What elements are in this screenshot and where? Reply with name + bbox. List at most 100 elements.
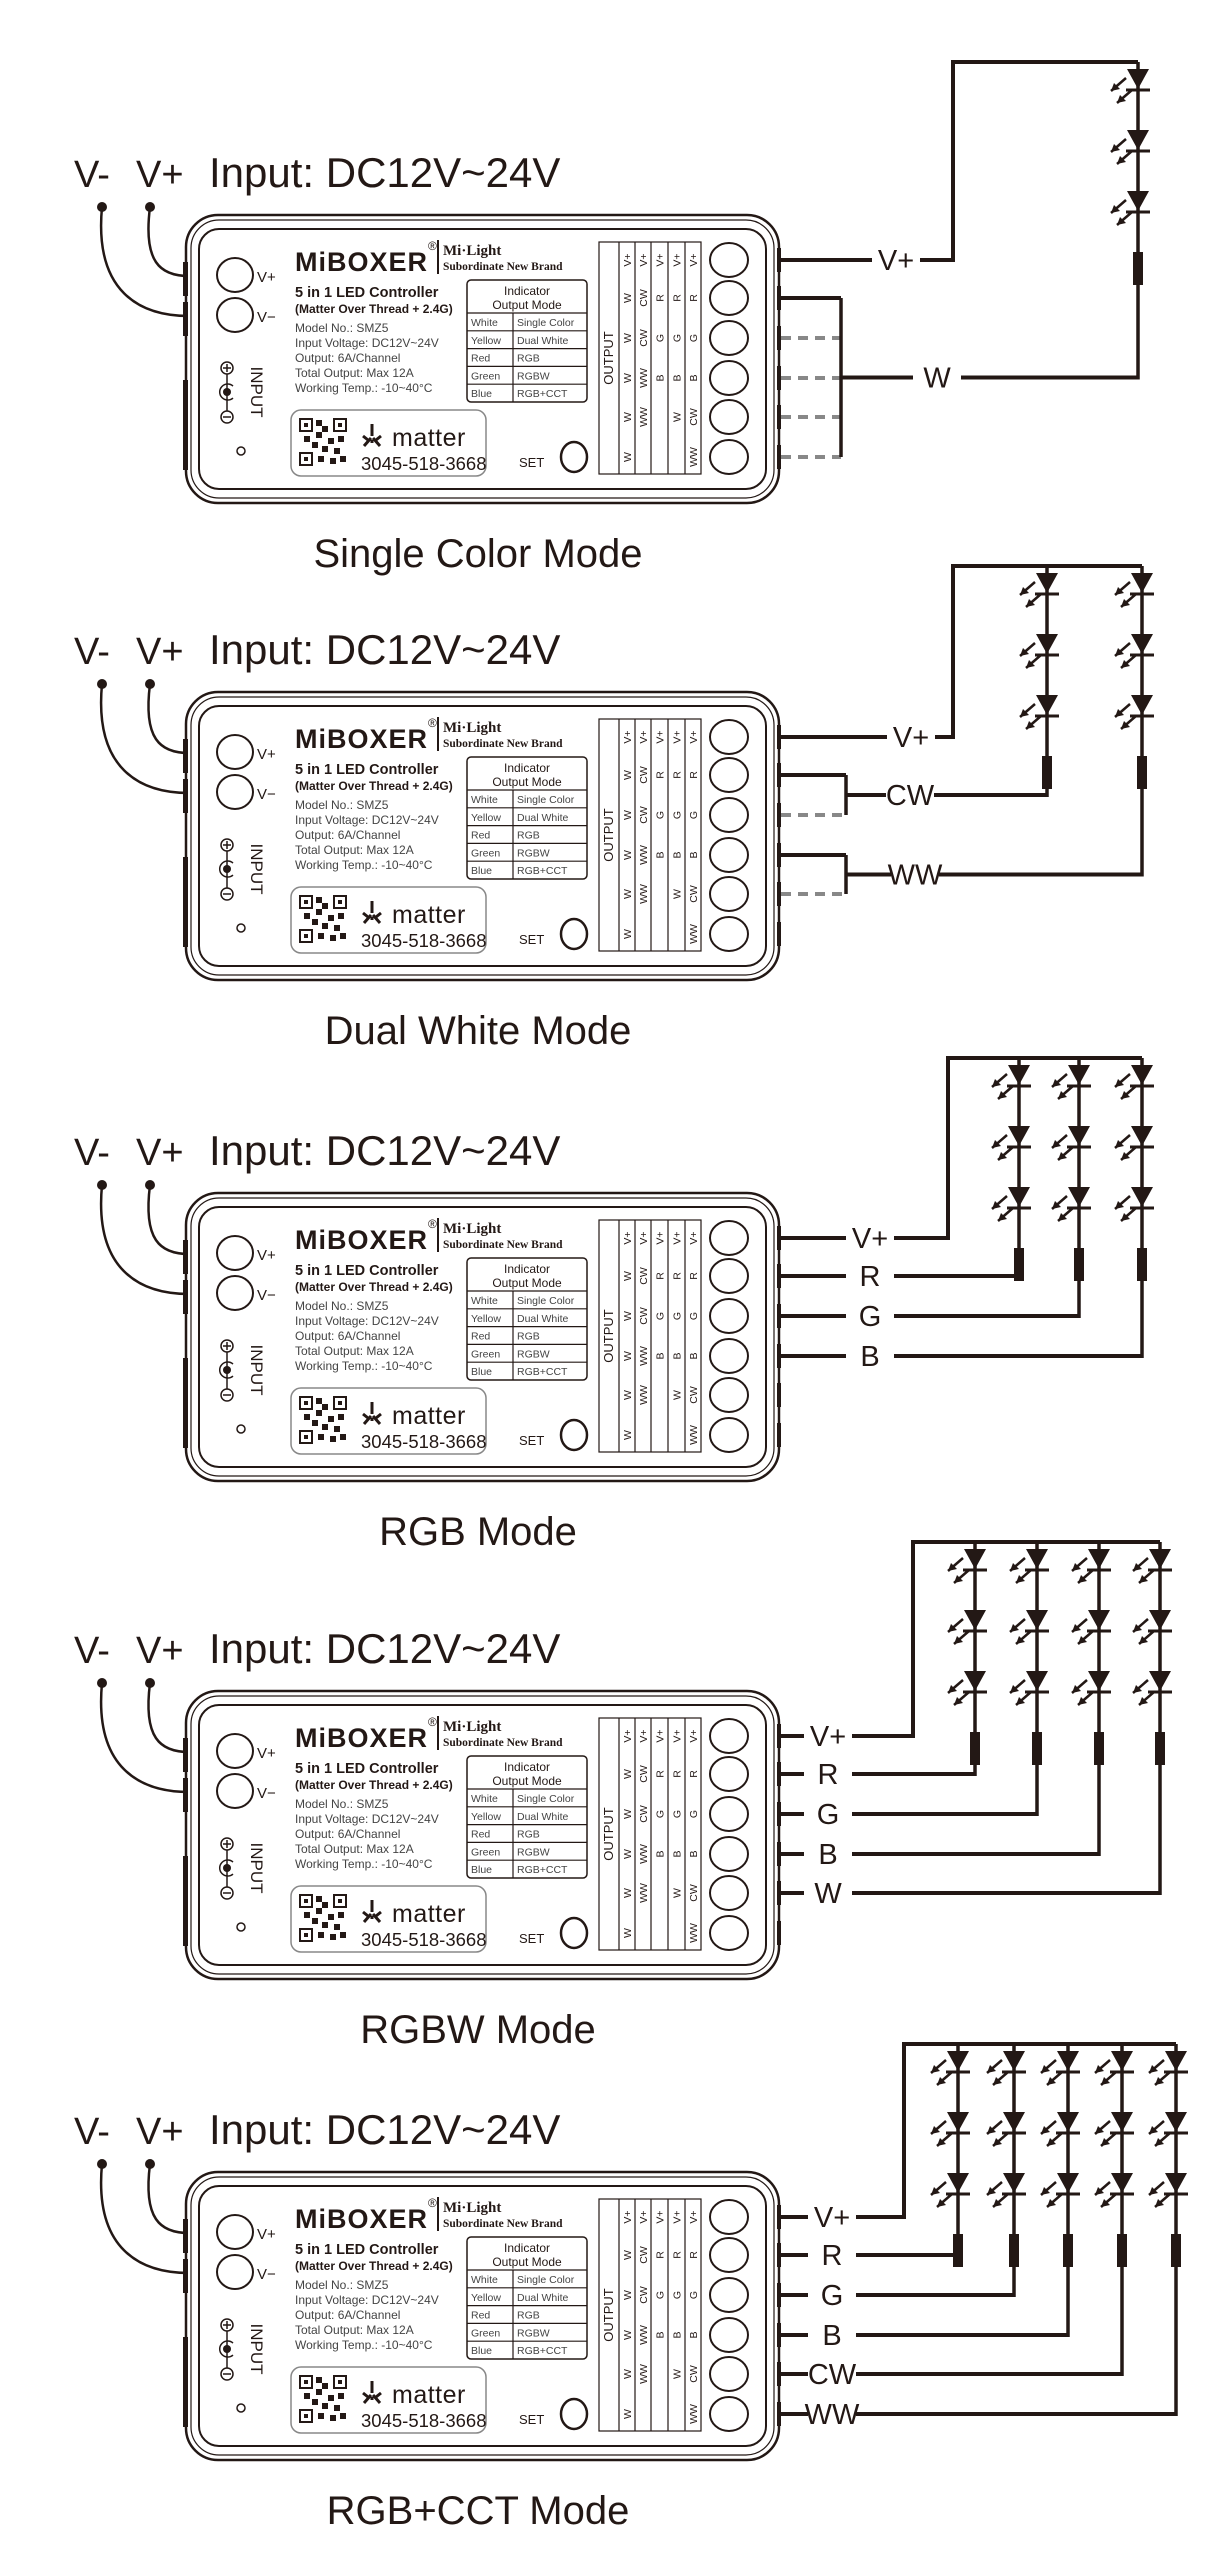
arrow-head: [1047, 2077, 1056, 2085]
input-terminal[interactable]: [216, 1733, 254, 1769]
set-button[interactable]: [559, 2397, 589, 2431]
v-plus-input-wire: [147, 1184, 190, 1256]
input-terminal[interactable]: [216, 1773, 254, 1809]
output-terminal[interactable]: [709, 1377, 749, 1413]
indicator-header: Output Mode: [492, 1774, 562, 1788]
v-plus-input-wire: [147, 1682, 190, 1754]
output-terminal[interactable]: [709, 2199, 749, 2235]
indicator-mode: RGBW: [517, 2327, 550, 2339]
output-channel-label: WW: [638, 1844, 650, 1864]
output-terminal[interactable]: [709, 876, 749, 912]
output-terminal[interactable]: [709, 1796, 749, 1832]
output-terminal[interactable]: [709, 1417, 749, 1453]
indicator-mode: Single Color: [517, 2274, 575, 2286]
matter-pairing-code: 3045-518-3668: [361, 453, 487, 474]
output-terminal[interactable]: [709, 2237, 749, 2273]
output-channel-label: G: [672, 334, 684, 342]
arrow-head: [1117, 217, 1126, 225]
set-button[interactable]: [559, 440, 589, 474]
output-terminal[interactable]: [709, 1298, 749, 1334]
case-tab: [183, 1280, 188, 1314]
output-terminal[interactable]: [709, 320, 749, 356]
arrow-head: [1121, 599, 1130, 607]
indicator-color: Green: [471, 370, 500, 382]
input-terminal-label: V−: [257, 786, 276, 803]
led-strip: [948, 1056, 1154, 1281]
input-terminal[interactable]: [216, 297, 254, 333]
output-terminal[interactable]: [709, 797, 749, 833]
dc-jack-icon: [218, 2318, 234, 2381]
set-label: SET: [519, 932, 544, 947]
diode-triangle: [1111, 2051, 1133, 2071]
matter-stroke: [375, 434, 382, 442]
output-terminal[interactable]: [709, 719, 749, 755]
mode-title: RGBW Mode: [360, 2008, 596, 2052]
set-button[interactable]: [559, 1418, 589, 1452]
input-terminal[interactable]: [216, 1235, 254, 1271]
input-terminal[interactable]: [216, 2254, 254, 2290]
diode-triangle: [1036, 634, 1058, 654]
resistor-icon: [1063, 2234, 1073, 2267]
set-button[interactable]: [559, 917, 589, 951]
output-channel-label: WW: [638, 1883, 650, 1903]
output-terminal[interactable]: [709, 360, 749, 396]
led-icon: [1040, 2112, 1080, 2147]
indicator-mode: RGB+CCT: [517, 388, 568, 400]
output-channel-label: W: [622, 2290, 634, 2300]
output-terminal[interactable]: [709, 916, 749, 952]
wire-label: CW: [886, 780, 935, 812]
set-button[interactable]: [559, 1916, 589, 1950]
arrow-head: [948, 1624, 957, 1632]
output-terminal[interactable]: [709, 2277, 749, 2313]
output-channel-label: W: [622, 1928, 634, 1938]
arrow-head: [1101, 2077, 1110, 2085]
output-terminal[interactable]: [709, 1875, 749, 1911]
input-terminal[interactable]: [216, 1275, 254, 1311]
input-terminal-label: V+: [257, 2226, 276, 2243]
output-channel-label: R: [672, 2251, 684, 2259]
output-terminal[interactable]: [709, 757, 749, 793]
indicator-color: Green: [471, 2327, 500, 2339]
output-terminal[interactable]: [709, 1718, 749, 1754]
indicator-mode: RGBW: [517, 1846, 550, 1858]
input-v-minus-label: V-: [74, 1630, 110, 1672]
output-wire: R: [781, 1759, 977, 1791]
output-terminal[interactable]: [709, 1756, 749, 1792]
output-terminal[interactable]: [709, 439, 749, 475]
case-tab: [183, 1358, 188, 1448]
output-terminal[interactable]: [709, 1836, 749, 1872]
indicator-header: Indicator: [504, 2241, 550, 2255]
output-wire: CW: [781, 773, 1049, 817]
indicator-mode: Single Color: [517, 317, 575, 329]
input-terminal[interactable]: [216, 734, 254, 770]
output-channel-label: V+: [638, 730, 650, 743]
output-channel-label: B: [672, 851, 684, 858]
arrow-head: [937, 2138, 946, 2146]
sub-brand-tagline: Subordinate New Brand: [443, 1737, 563, 1749]
output-terminal[interactable]: [709, 2356, 749, 2392]
arrow-head: [1047, 2199, 1056, 2207]
output-terminal[interactable]: [709, 1338, 749, 1374]
output-channel-label: R: [672, 294, 684, 302]
output-wire: W: [781, 1765, 1162, 1910]
output-terminal[interactable]: [709, 2317, 749, 2353]
output-terminal[interactable]: [709, 1915, 749, 1951]
output-wire: V+: [781, 2042, 906, 2234]
matter-stroke: [362, 911, 369, 919]
arrow-head: [1041, 2065, 1050, 2073]
output-terminal[interactable]: [709, 1258, 749, 1294]
output-terminal[interactable]: [709, 1220, 749, 1256]
input-terminal[interactable]: [216, 774, 254, 810]
output-terminal[interactable]: [709, 242, 749, 278]
output-terminal[interactable]: [709, 280, 749, 316]
output-terminal[interactable]: [709, 399, 749, 435]
input-terminal[interactable]: [216, 2214, 254, 2250]
diode-triangle: [1088, 1549, 1110, 1569]
indicator-header: Indicator: [504, 1760, 550, 1774]
output-terminal[interactable]: [709, 2396, 749, 2432]
output-terminal[interactable]: [709, 837, 749, 873]
input-terminal-label: V−: [257, 1287, 276, 1304]
dc-jack-icon: [218, 361, 234, 424]
input-terminal[interactable]: [216, 257, 254, 293]
